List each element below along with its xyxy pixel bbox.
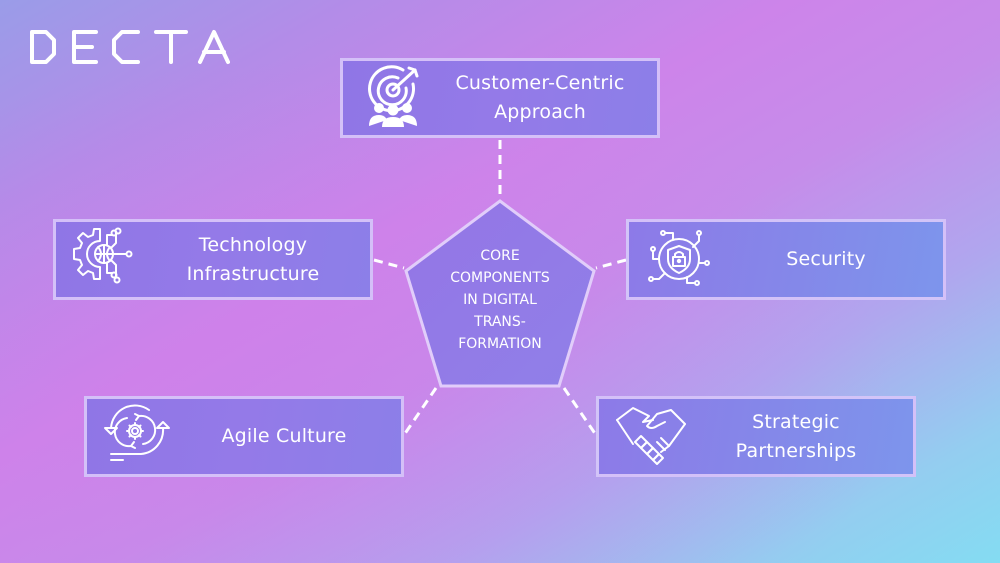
gear-globe-circuit-icon	[70, 225, 142, 295]
cycle-gear-icon	[101, 402, 173, 472]
component-technology-infrastructure: Technology Infrastructure	[53, 219, 373, 300]
connector-agile	[402, 387, 438, 436]
target-people-icon	[363, 64, 423, 132]
center-title: CORE COMPONENTS IN DIGITAL TRANS- FORMAT…	[450, 248, 550, 352]
component-label: Security	[786, 248, 866, 270]
component-label: Technology Infrastructure	[186, 233, 320, 285]
component-label: Strategic Partnerships	[735, 410, 857, 462]
shield-lock-circuit-icon	[643, 225, 715, 295]
connector-partner	[562, 387, 598, 436]
component-customer-centric: Customer-Centric Approach	[340, 58, 660, 138]
connector-tech	[373, 258, 405, 270]
connector-security	[595, 258, 627, 270]
component-strategic-partnerships: Strategic Partnerships	[596, 396, 916, 477]
decta-logo	[30, 28, 230, 68]
component-label: Agile Culture	[221, 425, 347, 447]
handshake-icon	[613, 402, 689, 472]
center-pentagon	[404, 199, 596, 388]
component-agile-culture: Agile Culture	[84, 396, 404, 477]
component-security: Security	[626, 219, 946, 300]
component-label: Customer-Centric Approach	[455, 72, 625, 123]
